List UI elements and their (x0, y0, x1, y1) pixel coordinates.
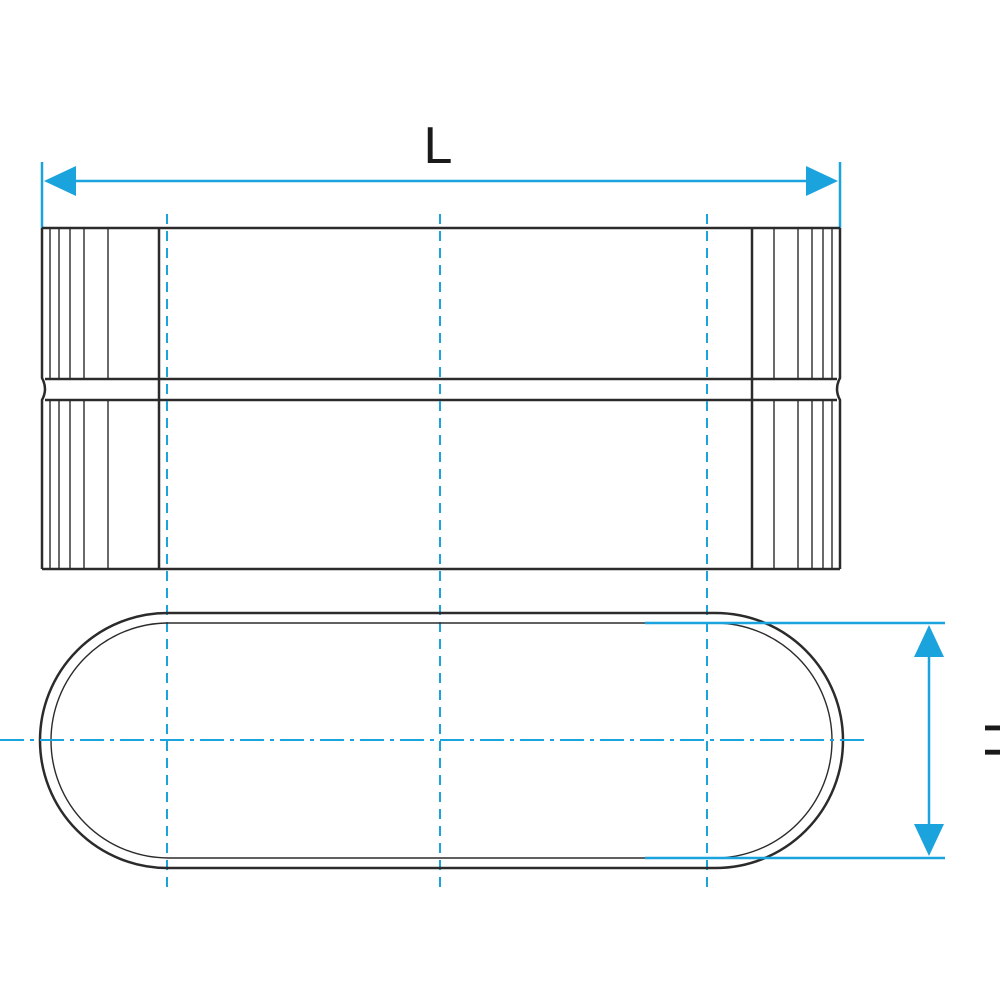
side-view-right-edge (835, 228, 842, 569)
length-arrow-right (806, 166, 838, 196)
side-view (40, 226, 842, 571)
vertical-center-lines (166, 214, 708, 890)
top-view (0, 611, 870, 870)
height-label: H (973, 721, 1000, 759)
side-view-left-edge (40, 228, 47, 569)
dimension-height: H (645, 621, 1000, 860)
height-arrow-bottom (914, 824, 944, 856)
dimension-length: L (40, 117, 842, 228)
length-label: L (424, 117, 453, 175)
height-arrow-top (914, 625, 944, 657)
length-arrow-left (44, 166, 76, 196)
side-view-left-shading (49, 228, 109, 569)
side-view-right-shading (773, 228, 833, 569)
